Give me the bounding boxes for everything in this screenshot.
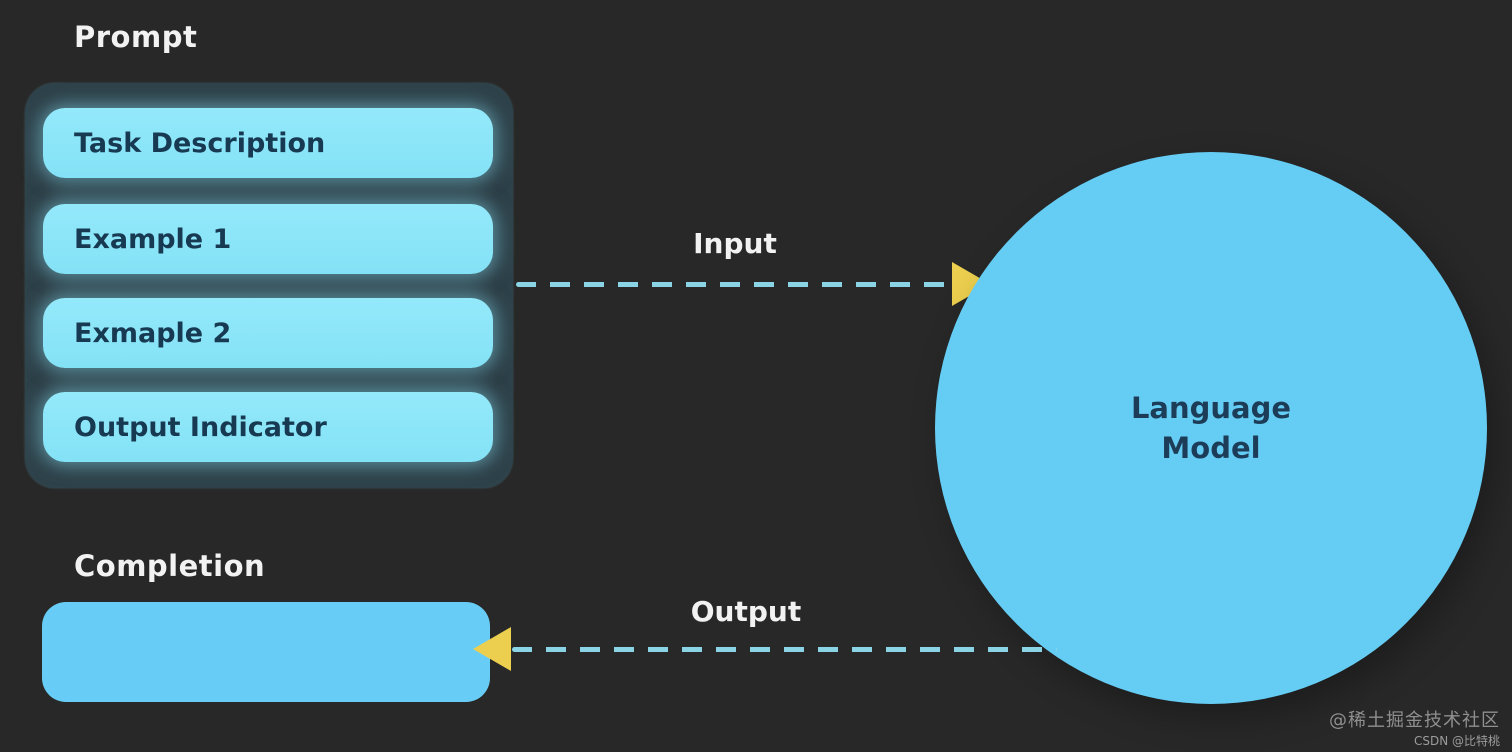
language-model-label: Language Model	[1130, 390, 1292, 465]
output-arrowhead-icon	[473, 627, 511, 671]
prompt-section-label: Prompt	[74, 20, 198, 54]
watermark-csdn: CSDN @比特桃	[1413, 734, 1500, 748]
completion-box	[42, 602, 490, 702]
completion-section-label: Completion	[74, 549, 266, 583]
output-flow-label: Output	[690, 595, 802, 628]
language-model-circle: Language Model	[935, 152, 1487, 704]
prompt-box-example-1: Example 1	[43, 204, 493, 274]
output-dashed-line	[512, 647, 1057, 652]
input-dashed-line	[516, 282, 954, 287]
input-flow-label: Input	[693, 227, 777, 260]
prompt-box-example-2: Exmaple 2	[43, 298, 493, 368]
watermark-juejin: @稀土掘金技术社区	[1329, 710, 1500, 731]
prompt-container: Task Description Example 1 Exmaple 2 Out…	[25, 83, 513, 488]
prompt-box-task-description: Task Description	[43, 108, 493, 178]
prompt-box-output-indicator: Output Indicator	[43, 392, 493, 462]
